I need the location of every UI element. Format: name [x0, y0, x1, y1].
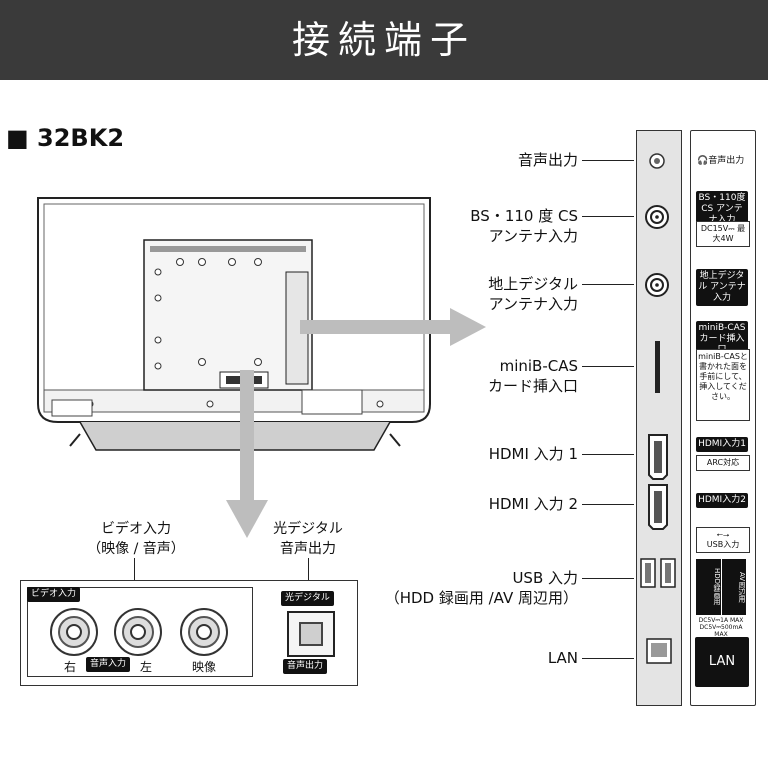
usb-hdd-label: HDD録画用	[713, 568, 721, 606]
tag-hdmi1: HDMI入力1	[696, 437, 748, 452]
av-connector-panel: ビデオ入力 右 音声入力 左 映像 光デジタル 音声出力	[20, 580, 358, 686]
leader-line	[582, 454, 634, 455]
leader-line	[582, 160, 634, 161]
headphone-label-text: 音声出力	[708, 156, 745, 166]
callout-minibcas-line1: miniB-CAS	[499, 357, 578, 375]
tag-hdmi1-arc: ARC対応	[696, 455, 750, 471]
tag-usb: ⭠⭢ USB入力	[696, 527, 750, 553]
usb-icon: ⭠⭢	[716, 530, 730, 539]
tag-optical: 光デジタル	[281, 591, 334, 606]
callout-hdmi1: HDMI 入力 1	[488, 445, 578, 463]
optical-port-inner	[299, 622, 323, 646]
label-video: 映像	[192, 660, 217, 674]
port-label-panel: 🎧音声出力 BS・110度CS アンテナ入力 DC15V⎓ 最大4W 地上デジタ…	[690, 130, 756, 706]
callout-usb-line2: （HDD 録画用 /AV 周辺用）	[384, 589, 578, 607]
header-bar	[0, 0, 768, 80]
tag-hdmi2: HDMI入力2	[696, 493, 748, 508]
arrows	[300, 308, 486, 346]
tv-back-illustration	[37, 197, 431, 451]
tag-lan: LAN	[695, 637, 749, 687]
page-title: 接続端子	[291, 18, 476, 62]
leader-line	[582, 504, 634, 505]
rca-left-jack	[114, 608, 162, 656]
leader-line	[582, 658, 634, 659]
label-left: 左	[140, 660, 153, 674]
callout-terrestrial-line2: アンテナ入力	[488, 295, 578, 313]
headphone-icon: 🎧	[697, 156, 709, 166]
tag-usb-hdd: HDD録画用	[696, 559, 721, 615]
leader-line	[134, 558, 135, 592]
usb-av-spec: DC5V⎓500mA MAX	[699, 624, 743, 638]
tag-terrestrial: 地上デジタル アンテナ入力	[696, 269, 748, 306]
side-connector-panel	[636, 130, 682, 706]
rca-video-jack	[180, 608, 228, 656]
rca-right-jack	[50, 608, 98, 656]
callout-lan: LAN	[547, 649, 578, 667]
leader-line	[582, 216, 634, 217]
usb-spec: DC5V⎓1A MAX DC5V⎓500mA MAX	[696, 617, 746, 638]
callout-bs-cs-line1: BS・110 度 CS	[470, 207, 578, 225]
usb-hdd-spec: DC5V⎓1A MAX	[698, 617, 744, 624]
tag-minibcas-note: miniB-CASと書かれた面を手前にして、挿入してください。	[696, 349, 750, 421]
callout-usb-line1: USB 入力	[512, 569, 578, 587]
label-right: 右	[64, 660, 77, 674]
leader-line	[582, 366, 634, 367]
callout-minibcas-line2: カード挿入口	[487, 377, 578, 395]
optical-port	[287, 611, 335, 657]
tag-bs-cs-power: DC15V⎓ 最大4W	[696, 221, 750, 247]
callout-optical-line1: 光デジタル	[273, 521, 343, 537]
callout-hdmi2: HDMI 入力 2	[488, 495, 578, 513]
tag-audio-input: 音声入力	[86, 657, 131, 672]
headphone-label: 🎧音声出力	[697, 153, 744, 166]
model-name: ■ 32BK2	[6, 124, 125, 152]
tag-usb-text: USB入力	[706, 540, 740, 549]
tag-optical-audio-out: 音声出力	[283, 659, 328, 674]
tag-video-input: ビデオ入力	[27, 587, 81, 602]
callout-video-in-line2: （映像 / 音声）	[87, 541, 185, 557]
callout-video-in-line1: ビデオ入力	[101, 521, 171, 537]
callout-optical-line2: 音声出力	[280, 541, 336, 557]
leader-line	[582, 284, 634, 285]
video-input-group: ビデオ入力 右 音声入力 左 映像	[27, 587, 253, 677]
callout-audio-out: 音声出力	[517, 151, 578, 169]
callout-terrestrial-line1: 地上デジタル	[488, 275, 578, 293]
tag-usb-av: AV周辺用	[722, 559, 746, 615]
leader-line	[308, 558, 309, 592]
callout-bs-cs-line2: アンテナ入力	[488, 227, 578, 245]
arrow-down	[226, 370, 268, 538]
leader-line	[582, 578, 634, 579]
side-ports-drawing	[640, 153, 676, 664]
usb-av-label: AV周辺用	[738, 571, 746, 603]
